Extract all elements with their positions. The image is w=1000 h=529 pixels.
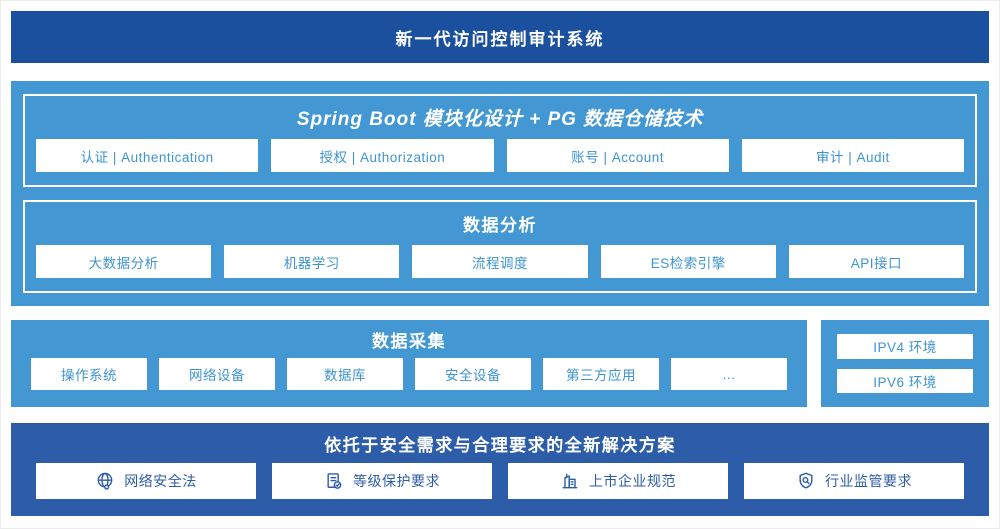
building-icon xyxy=(560,471,580,491)
springboot-box: Spring Boot 模块化设计 + PG 数据仓储技术 认证 | Authe… xyxy=(23,94,977,187)
analysis-es-search: ES检索引擎 xyxy=(600,245,776,278)
collection-row: 操作系统 网络设备 数据库 安全设备 第三方应用 … xyxy=(11,358,807,390)
solution-label: 上市企业规范 xyxy=(589,473,676,489)
module-authorization: 授权 | Authorization xyxy=(271,139,494,172)
page-title: 新一代访问控制审计系统 xyxy=(395,29,605,49)
collection-network-device: 网络设备 xyxy=(159,358,275,390)
module-authentication: 认证 | Authentication xyxy=(36,139,259,172)
document-check-icon xyxy=(324,471,344,491)
analysis-box: 数据分析 大数据分析 机器学习 流程调度 ES检索引擎 API接口 xyxy=(23,200,977,293)
environment-box: IPV4 环境 IPV6 环境 xyxy=(821,320,989,407)
solution-classified-protection: 等级保护要求 xyxy=(272,463,492,499)
solution-label: 网络安全法 xyxy=(124,473,197,489)
module-row: 认证 | Authentication 授权 | Authorization 账… xyxy=(25,139,975,172)
analysis-big-data: 大数据分析 xyxy=(36,245,212,278)
solution-label: 行业监管要求 xyxy=(825,473,912,489)
env-ipv6: IPV6 环境 xyxy=(837,368,973,393)
solution-industry-regulation: 行业监管要求 xyxy=(744,463,964,499)
analysis-machine-learning: 机器学习 xyxy=(224,245,400,278)
middle-row: 数据采集 操作系统 网络设备 数据库 安全设备 第三方应用 … IPV4 环境 … xyxy=(11,320,989,407)
solution-section: 依托于安全需求与合理要求的全新解决方案 网络安全法 xyxy=(11,423,989,516)
springboot-header: Spring Boot 模块化设计 + PG 数据仓储技术 xyxy=(296,109,704,130)
solution-row: 网络安全法 等级保护要求 xyxy=(11,463,989,499)
solution-header: 依托于安全需求与合理要求的全新解决方案 xyxy=(324,435,676,455)
globe-pin-icon xyxy=(95,471,115,491)
analysis-workflow: 流程调度 xyxy=(412,245,588,278)
collection-header: 数据采集 xyxy=(372,331,446,351)
collection-section: 数据采集 操作系统 网络设备 数据库 安全设备 第三方应用 … xyxy=(11,320,807,407)
analysis-row: 大数据分析 机器学习 流程调度 ES检索引擎 API接口 xyxy=(25,245,975,278)
analysis-api: API接口 xyxy=(788,245,965,278)
platform-section: Spring Boot 模块化设计 + PG 数据仓储技术 认证 | Authe… xyxy=(11,81,989,306)
module-account: 账号 | Account xyxy=(506,139,729,172)
env-ipv4: IPV4 环境 xyxy=(837,334,973,359)
banner: 新一代访问控制审计系统 xyxy=(11,11,989,63)
collection-os: 操作系统 xyxy=(31,358,147,390)
collection-security-device: 安全设备 xyxy=(415,358,531,390)
collection-ellipsis: … xyxy=(671,358,787,390)
solution-label: 等级保护要求 xyxy=(353,473,440,489)
solution-listed-company: 上市企业规范 xyxy=(508,463,728,499)
shield-search-icon xyxy=(796,471,816,491)
collection-database: 数据库 xyxy=(287,358,403,390)
module-audit: 审计 | Audit xyxy=(741,139,964,172)
collection-third-party-app: 第三方应用 xyxy=(543,358,659,390)
solution-cybersecurity-law: 网络安全法 xyxy=(36,463,256,499)
analysis-header: 数据分析 xyxy=(463,216,537,235)
